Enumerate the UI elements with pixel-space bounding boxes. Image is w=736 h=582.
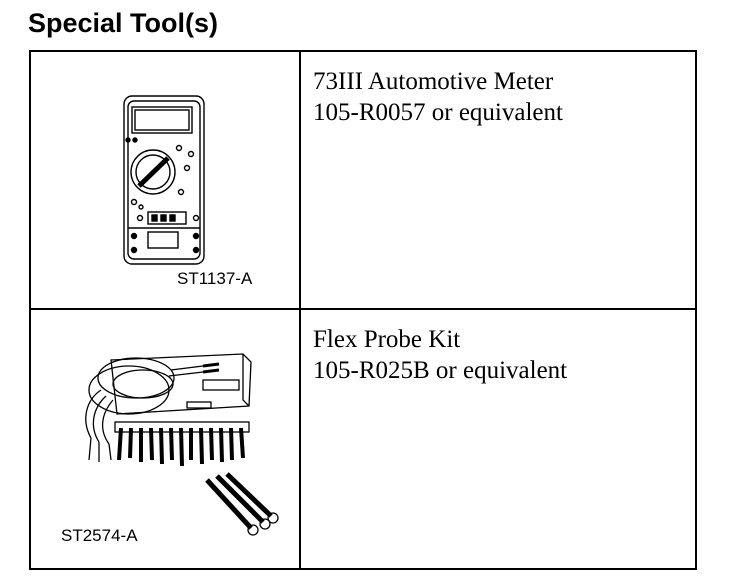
special-tools-table: ST1137-A 73III Automotive Meter 105-R005… bbox=[29, 50, 697, 570]
tool-name: 73III Automotive Meter bbox=[313, 68, 554, 95]
tool-description-cell: 73III Automotive Meter 105-R0057 or equi… bbox=[299, 50, 697, 310]
tool-part-number: 105-R025B or equivalent bbox=[313, 357, 568, 384]
tool-name: Flex Probe Kit bbox=[313, 326, 461, 353]
tool-part-number: 105-R0057 or equivalent bbox=[313, 99, 563, 126]
multimeter-illustration-icon bbox=[123, 95, 205, 265]
page-title: Special Tool(s) bbox=[28, 8, 219, 38]
tool-description-cell: Flex Probe Kit 105-R025B or equivalent bbox=[299, 308, 697, 570]
tool-row-probe-kit: ST2574-A Flex Probe Kit 105-R025B or equ… bbox=[29, 308, 697, 570]
tool-caption: ST2574-A bbox=[61, 526, 138, 545]
flex-probe-kit-illustration-icon bbox=[85, 353, 279, 536]
tool-image-cell: ST1137-A bbox=[29, 50, 301, 310]
tool-image-cell: ST2574-A bbox=[29, 308, 301, 570]
tool-row-meter: ST1137-A 73III Automotive Meter 105-R005… bbox=[29, 50, 697, 310]
tool-caption: ST1137-A bbox=[177, 269, 253, 288]
